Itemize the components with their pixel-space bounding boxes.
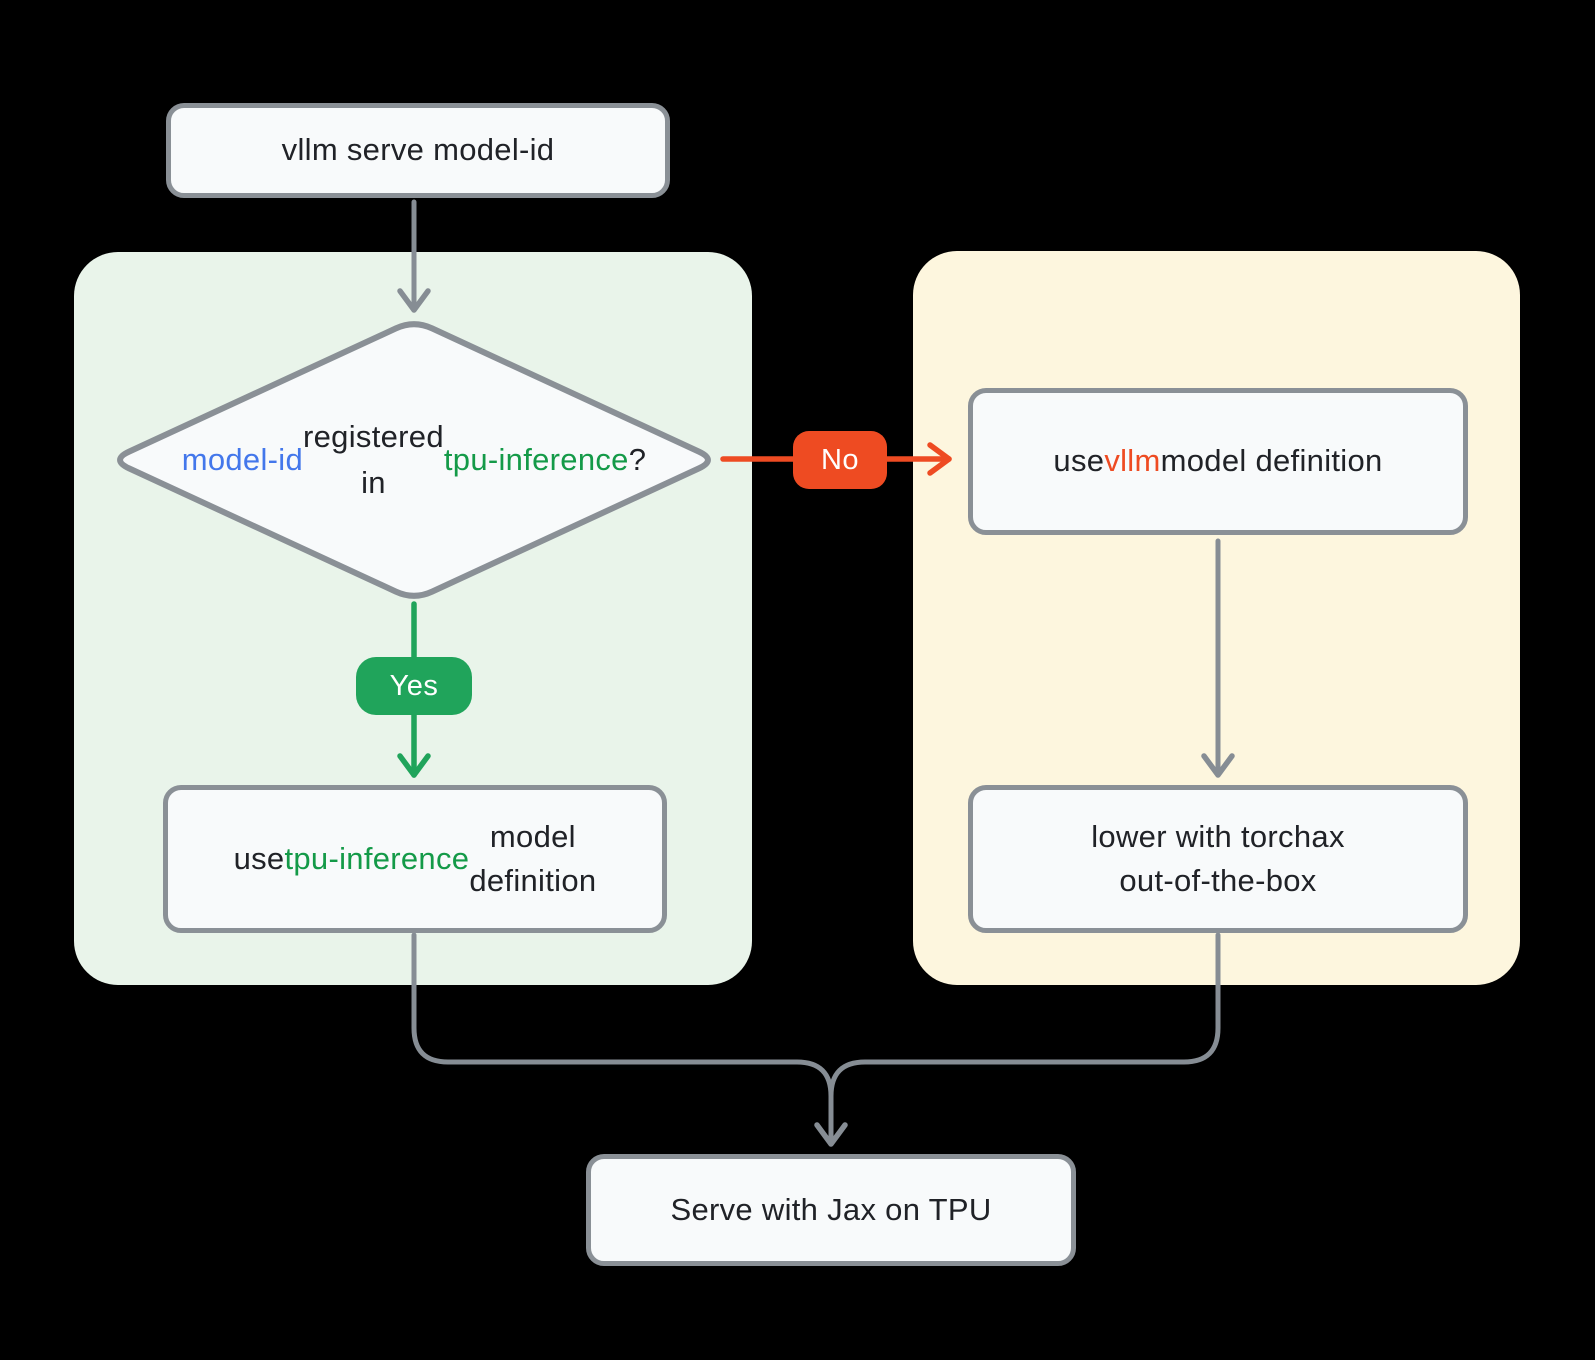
yes-badge: Yes xyxy=(356,657,472,715)
decision-label: model-id registered in tpu-inference? xyxy=(181,419,647,500)
no-badge: No xyxy=(793,431,887,489)
node-use-vllm-model-definition: use vllm model definition xyxy=(968,388,1468,535)
node-vllm-serve: vllm serve model-id xyxy=(166,103,670,198)
node-lower-with-torchax: lower with torchax out-of-the-box xyxy=(968,785,1468,933)
node-serve-with-jax-on-tpu: Serve with Jax on TPU xyxy=(586,1154,1076,1266)
node-use-tpu-inference-model-definition: use tpu-inference model definition xyxy=(163,785,667,933)
